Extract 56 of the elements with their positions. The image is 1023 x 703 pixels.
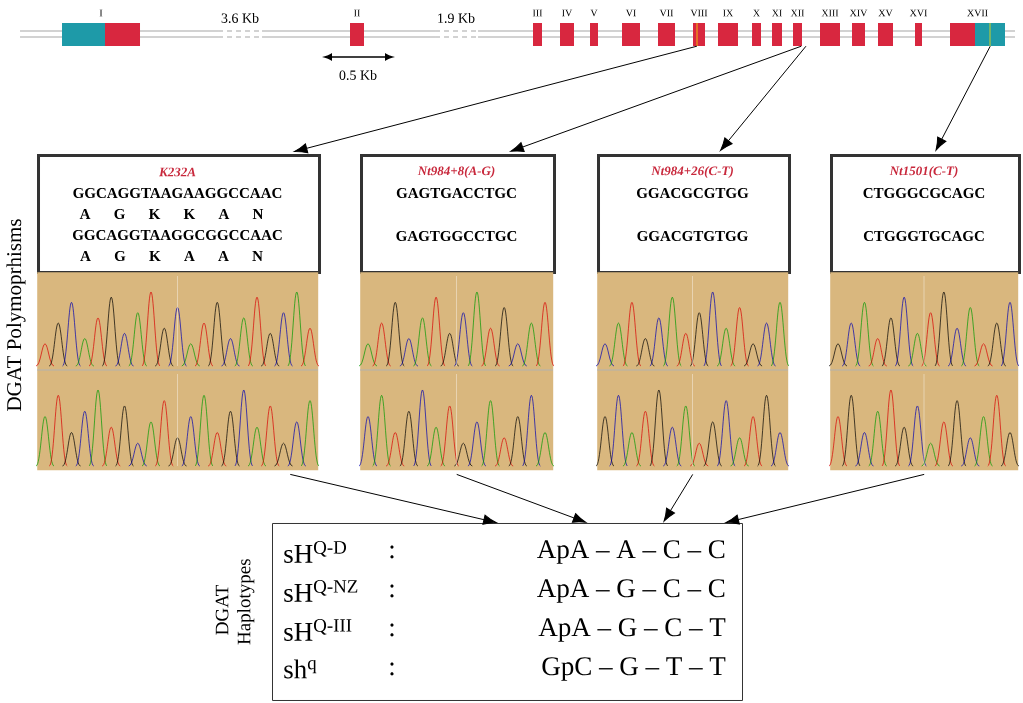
arrow: [289, 473, 497, 525]
node-label: X: [753, 9, 760, 17]
node-label: XVII: [967, 9, 988, 17]
gap-label: 3.6 Kb: [219, 12, 261, 24]
exon-box: X: [752, 9, 761, 46]
node-label: XV: [878, 9, 893, 17]
arrow: [935, 45, 991, 151]
node-label: III: [532, 9, 543, 17]
node-label: XIII: [821, 9, 839, 17]
haplotype-box: sH$^{Q-D}$ : ApA – A – C – C sH$^{Q-NZ}$ : ApA – G – C – C sH$^{Q-III}$ : ApA – G – C – T sh$^{q}$ : GpC – G – T – T: [272, 523, 743, 701]
arrow: [294, 45, 698, 154]
exon-box: VII: [658, 9, 675, 46]
sequence-box: K232A GGCAGGTAAGAAGGCCAAC A G K K A N GGCAGGTAAGGCGGCCAAC A G K A A N: [37, 154, 321, 274]
node-label: VIII: [690, 9, 708, 17]
exon-box: III: [532, 9, 543, 46]
node-label: VI: [625, 9, 636, 17]
exon-box: XI: [771, 9, 782, 46]
picture: [828, 272, 1020, 471]
node-label: IX: [723, 9, 734, 17]
node-label: XVI: [909, 9, 928, 17]
arrow: [720, 45, 807, 151]
node-label: II: [354, 9, 360, 17]
picture: [595, 272, 790, 471]
exon-box: VI: [622, 9, 640, 46]
picture: [35, 272, 320, 471]
exon-box: XIII: [820, 9, 840, 46]
arrow: [725, 473, 925, 525]
exon-box: XII: [790, 9, 805, 46]
sequence-box: Nt1501(C-T) CTGGGCGCAGC CTGGGTGCAGC: [830, 154, 1021, 274]
node-label: V: [590, 9, 598, 17]
sequence-box: Nt984+8(A-G) GAGTGACCTGC GAGTGGCCTGC: [360, 154, 556, 274]
exon-box: VIII: [690, 9, 708, 47]
exon-box: I: [62, 9, 140, 46]
node-label: IV: [562, 9, 573, 17]
exon-box: XV: [878, 9, 893, 46]
sequence-box: Nt984+26(C-T) GGACGCGTGG GGACGTGTGG: [597, 154, 791, 274]
node-label: XI: [771, 9, 782, 17]
exon-box: XVII: [950, 9, 1005, 47]
node-label: XIV: [849, 9, 868, 17]
node-label: I: [99, 9, 103, 17]
node-label: VII: [659, 9, 674, 17]
exon-box: II: [350, 9, 364, 46]
exon-box: IV: [560, 9, 574, 46]
side-label: DGAT Haplotypes: [215, 559, 255, 645]
exon-box: XIV: [849, 9, 868, 46]
arrow: [456, 473, 587, 523]
gap-label: 1.9 Kb: [435, 12, 477, 24]
arrow: [663, 473, 694, 522]
scale-label: 0.5 Kb: [337, 69, 379, 81]
exon-box: IX: [718, 9, 738, 46]
node-label: XII: [790, 9, 805, 17]
side-label: DGAT Polymoprhisms: [6, 219, 26, 411]
arrow: [510, 45, 802, 152]
exon-box: V: [590, 9, 598, 46]
picture: [358, 272, 555, 471]
exon-box: XVI: [909, 9, 928, 46]
